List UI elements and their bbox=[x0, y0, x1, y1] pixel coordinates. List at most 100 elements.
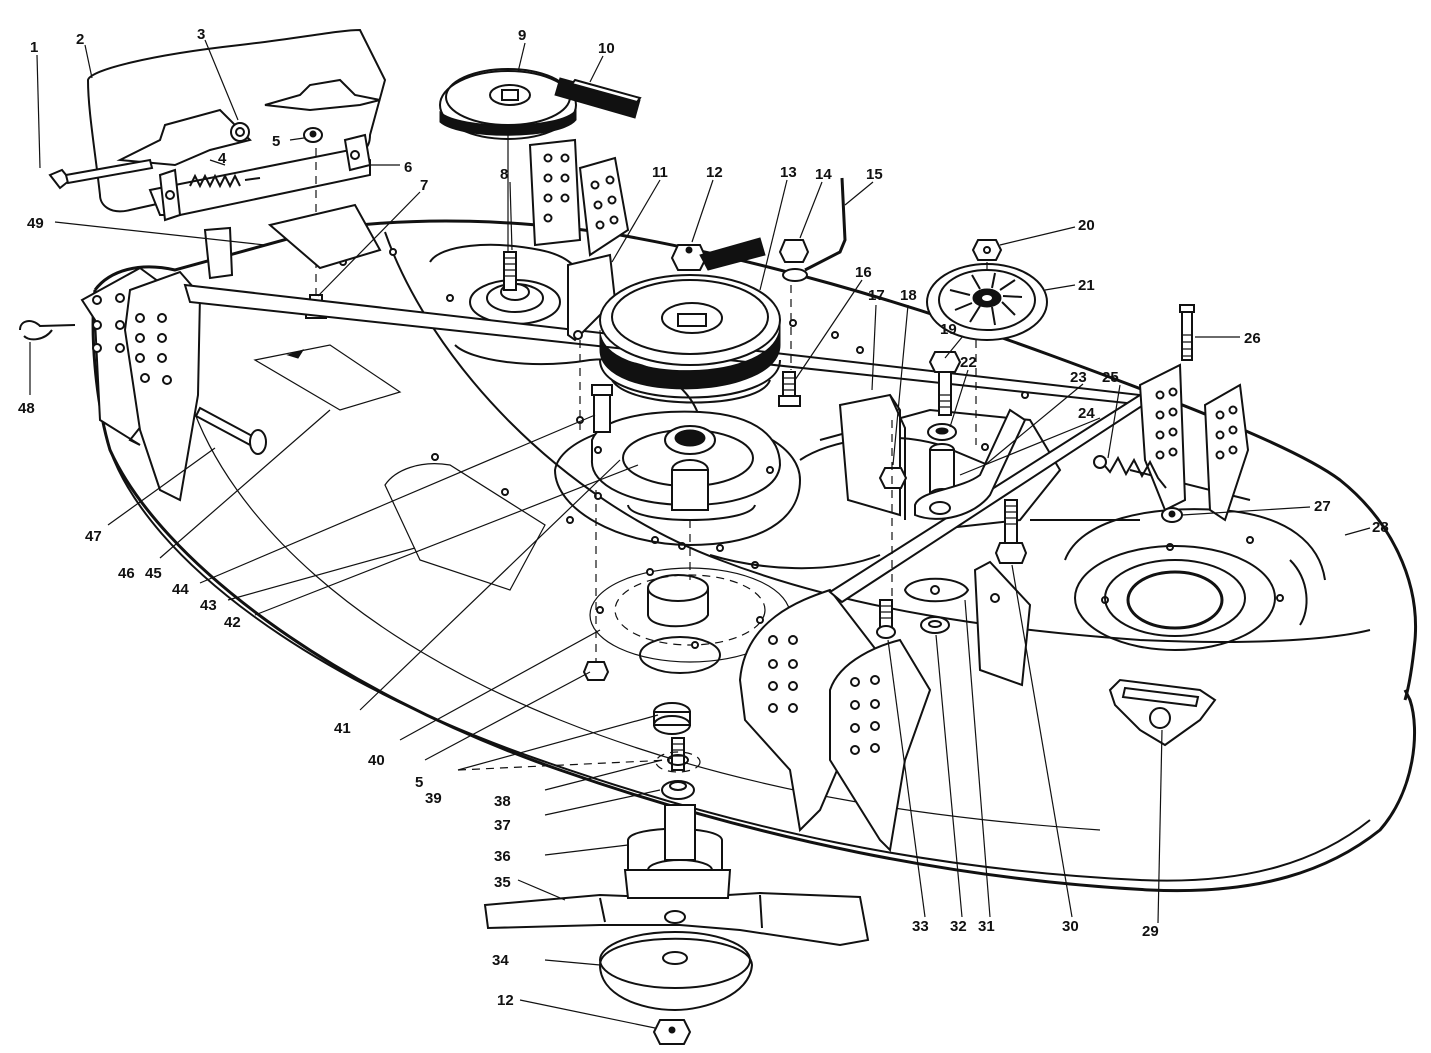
washer-32 bbox=[920, 616, 950, 634]
callout-39: 39 bbox=[425, 790, 442, 807]
callout-48: 48 bbox=[18, 400, 35, 417]
spring-25 bbox=[1093, 455, 1167, 489]
center-bearing-hub bbox=[590, 410, 782, 521]
nut-27 bbox=[1161, 507, 1183, 523]
callout-32: 32 bbox=[950, 918, 967, 935]
callout-numbers: 1 2 3 4 5 6 7 8 9 10 11 12 13 14 15 16 1… bbox=[18, 26, 1389, 1009]
callout-41: 41 bbox=[334, 720, 351, 737]
bolt-33 bbox=[876, 599, 896, 639]
right-spindle-hole bbox=[1064, 508, 1326, 651]
bolt-26 bbox=[1179, 304, 1195, 361]
callout-2: 2 bbox=[76, 31, 84, 48]
callout-13: 13 bbox=[780, 164, 797, 181]
bolt-16 bbox=[778, 371, 801, 407]
nut-18 bbox=[878, 467, 908, 489]
callout-28: 28 bbox=[1372, 519, 1389, 536]
callout-37: 37 bbox=[494, 817, 511, 834]
deflector-2 bbox=[86, 28, 387, 213]
callout-8: 8 bbox=[500, 166, 508, 183]
nut-3 bbox=[230, 122, 250, 142]
callout-12-bottom: 12 bbox=[497, 992, 514, 1009]
callout-16: 16 bbox=[855, 264, 872, 281]
rear-hanger-brackets bbox=[1138, 363, 1250, 522]
callout-5-bottom: 5 bbox=[415, 774, 423, 791]
callout-27: 27 bbox=[1314, 498, 1331, 515]
deck-holes bbox=[316, 248, 1284, 604]
callout-25: 25 bbox=[1102, 369, 1119, 386]
callout-14: 14 bbox=[815, 166, 832, 183]
callout-24: 24 bbox=[1078, 405, 1095, 422]
callout-21: 21 bbox=[1078, 277, 1095, 294]
spindle-housing-40 bbox=[589, 567, 791, 674]
callout-30: 30 bbox=[1062, 918, 1079, 935]
hairpin-clip-48 bbox=[19, 320, 76, 341]
pin-47 bbox=[194, 406, 267, 455]
callout-40: 40 bbox=[368, 752, 385, 769]
callout-46: 46 bbox=[118, 565, 135, 582]
callout-42: 42 bbox=[224, 614, 241, 631]
leader-lines bbox=[29, 39, 1371, 1029]
callout-7: 7 bbox=[420, 177, 428, 194]
idler-pulley-21 bbox=[926, 263, 1048, 341]
callout-12-top: 12 bbox=[706, 164, 723, 181]
callout-6: 6 bbox=[404, 159, 412, 176]
callout-19: 19 bbox=[940, 321, 957, 338]
nut-5-bottom bbox=[582, 661, 610, 681]
callout-5-top: 5 bbox=[272, 133, 280, 150]
nut-37 bbox=[661, 780, 695, 800]
callout-36: 36 bbox=[494, 848, 511, 865]
callout-4: 4 bbox=[218, 150, 227, 167]
bolt-45 bbox=[591, 384, 613, 433]
deck-outer-skirt bbox=[91, 289, 1417, 893]
callout-23: 23 bbox=[1070, 369, 1087, 386]
callout-34: 34 bbox=[492, 952, 509, 969]
belt-segment bbox=[699, 237, 766, 271]
callout-45: 45 bbox=[145, 565, 162, 582]
callout-43: 43 bbox=[200, 597, 217, 614]
bearing-39 bbox=[653, 702, 691, 735]
callout-29: 29 bbox=[1142, 923, 1159, 940]
idler-bracket-17 bbox=[838, 393, 906, 520]
bolt-1 bbox=[48, 158, 154, 190]
callout-3: 3 bbox=[197, 26, 205, 43]
bolt-19 bbox=[928, 351, 962, 416]
callout-44: 44 bbox=[172, 581, 189, 598]
belt-10 bbox=[554, 77, 642, 119]
callout-49: 49 bbox=[27, 215, 44, 232]
cup-34 bbox=[598, 931, 754, 1012]
rod-15 bbox=[804, 177, 847, 272]
spacer-31 bbox=[903, 577, 970, 603]
pulley-13 bbox=[599, 274, 781, 404]
callout-10: 10 bbox=[598, 40, 615, 57]
callout-1: 1 bbox=[30, 39, 38, 56]
nut-14 bbox=[778, 239, 810, 282]
plate-29 bbox=[1108, 678, 1217, 747]
washer-22 bbox=[927, 423, 957, 441]
callout-38: 38 bbox=[494, 793, 511, 810]
callout-17: 17 bbox=[868, 287, 885, 304]
callout-9: 9 bbox=[518, 27, 526, 44]
nut-12-top bbox=[670, 244, 708, 271]
callout-22: 22 bbox=[960, 354, 977, 371]
spacer-24 bbox=[929, 443, 955, 502]
decals bbox=[253, 344, 546, 591]
pulley-9 bbox=[439, 68, 577, 140]
spring-4 bbox=[189, 173, 261, 189]
bolt-30 bbox=[994, 499, 1028, 564]
callout-20: 20 bbox=[1078, 217, 1095, 234]
callout-31: 31 bbox=[978, 918, 995, 935]
belt-guide-11 bbox=[528, 138, 630, 342]
deflector-hinge-brackets bbox=[116, 78, 381, 222]
left-hanger-brackets bbox=[80, 266, 202, 502]
callout-18: 18 bbox=[900, 287, 917, 304]
callout-26: 26 bbox=[1244, 330, 1261, 347]
nut-12-bottom bbox=[652, 1019, 692, 1045]
idler-arm-23 bbox=[914, 408, 1027, 520]
nut-20 bbox=[971, 239, 1003, 261]
callout-11: 11 bbox=[652, 164, 668, 181]
deck-inner-arc bbox=[384, 231, 1371, 643]
stud-8 bbox=[503, 251, 517, 291]
nut-5-top bbox=[303, 127, 323, 143]
blade-35 bbox=[483, 869, 870, 947]
